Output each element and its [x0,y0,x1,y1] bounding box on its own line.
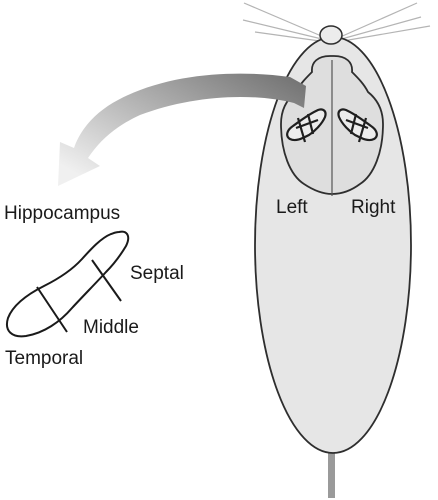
middle-label: Middle [83,317,139,338]
septal-label: Septal [130,263,184,284]
hippocampus-large [6,230,130,338]
hippocampus-left [286,108,327,143]
tail [328,425,335,498]
hippocampus-right [337,108,378,143]
whiskers [242,2,431,43]
curved-arrow [58,73,306,186]
left-label: Left [276,197,308,218]
hippocampus-label: Hippocampus [4,203,121,224]
temporal-label: Temporal [5,348,84,369]
nose [319,25,343,45]
right-label: Right [351,197,396,218]
